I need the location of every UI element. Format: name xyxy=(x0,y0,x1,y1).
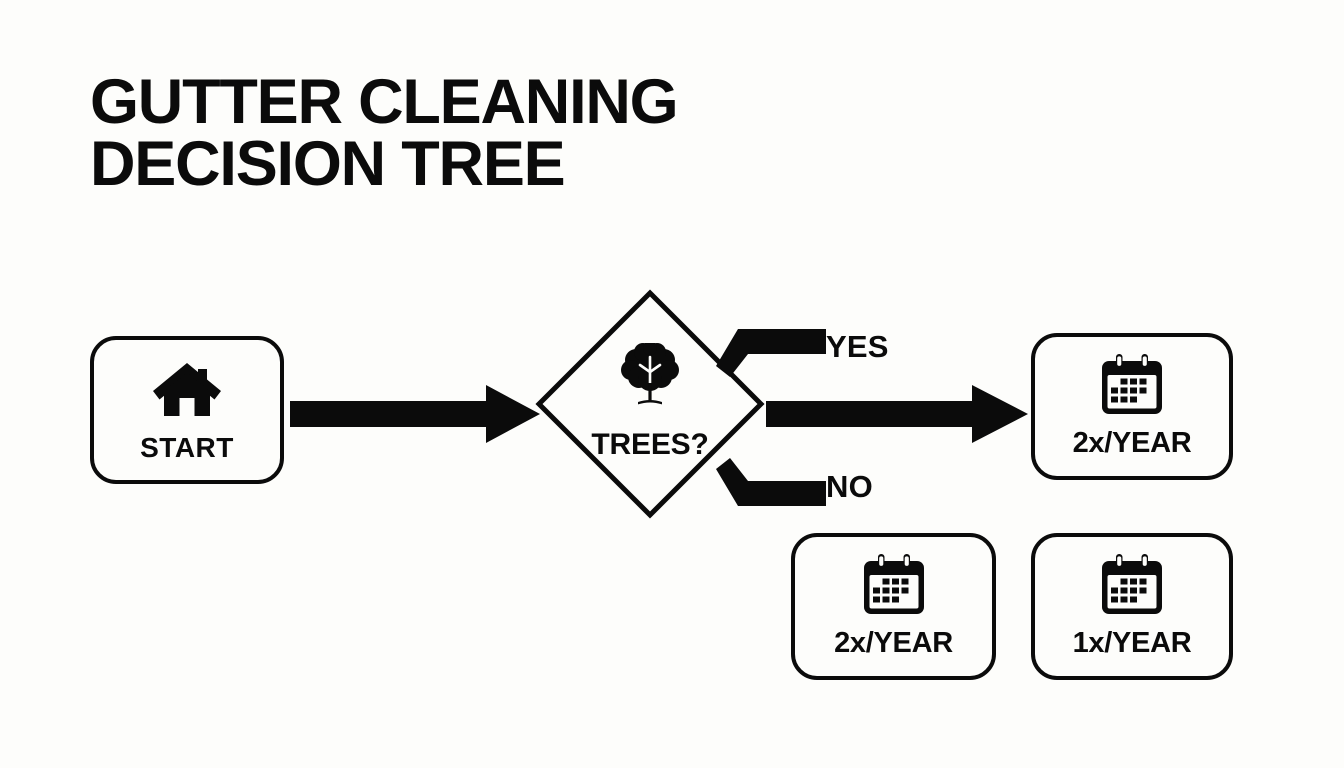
decision-node-label: TREES? xyxy=(591,427,709,461)
calendar-icon xyxy=(1099,353,1165,417)
calendar-icon xyxy=(861,553,927,617)
page-title: GUTTER CLEANING DECISION TREE xyxy=(90,67,890,199)
decision-node-trees[interactable]: TREES? xyxy=(534,288,766,520)
page-title-line-1: GUTTER CLEANING xyxy=(90,67,679,137)
outcome-node-bottom-middle[interactable]: 2x/YEAR xyxy=(791,533,996,680)
outcome-node-label: 2x/YEAR xyxy=(834,627,953,659)
calendar-icon xyxy=(1099,553,1165,617)
outcome-node-label: 2x/YEAR xyxy=(1072,427,1192,459)
branch-label-yes: YES xyxy=(826,329,889,364)
branch-connector-yes xyxy=(716,327,826,383)
tree-icon xyxy=(619,340,681,414)
outcome-node-top-right[interactable]: 2x/YEAR xyxy=(1031,333,1233,480)
house-icon xyxy=(151,360,223,420)
branch-connector-no xyxy=(716,452,826,508)
start-node-label: START xyxy=(140,432,234,463)
outcome-node-label: 1x/YEAR xyxy=(1072,627,1192,659)
outcome-node-bottom-right[interactable]: 1x/YEAR xyxy=(1031,533,1233,680)
arrow-decision-to-outcome xyxy=(766,383,1028,445)
page-title-line-2: DECISION TREE xyxy=(90,128,566,199)
start-node[interactable]: START xyxy=(90,336,284,484)
arrow-start-to-decision xyxy=(290,383,540,445)
branch-label-no: NO xyxy=(826,469,873,504)
